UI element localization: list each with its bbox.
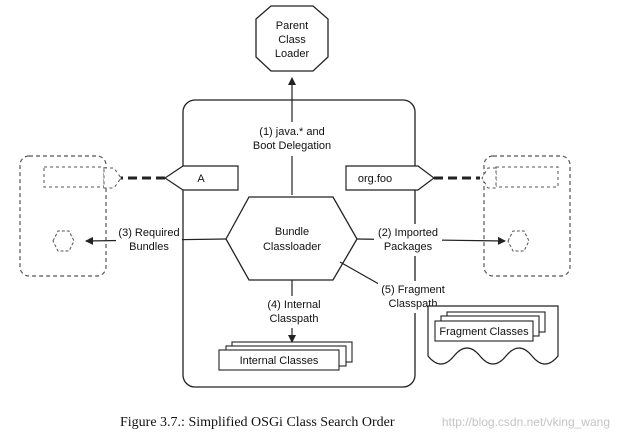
fragment-classpath-label-line1: (5) Fragment <box>381 284 445 296</box>
required-bundle <box>19 155 122 277</box>
required-bundles-label-line2: Bundles <box>129 241 169 253</box>
required-bundle-loader-icon <box>52 230 75 252</box>
internal-classes-label: Internal Classes <box>240 355 319 367</box>
fragment-bundle: Fragment Classes <box>427 305 559 365</box>
watermark: http://blog.csdn.net/vking_wang <box>442 415 610 429</box>
parent-class-loader: Parent Class Loader <box>255 5 329 72</box>
figure-caption: Figure 3.7.: Simplified OSGi Class Searc… <box>120 415 395 430</box>
imported-label-bg <box>374 224 442 256</box>
imported-packages-label-line2: Packages <box>384 241 433 253</box>
parent-class-loader-shape <box>255 5 329 72</box>
parent-loader-line2: Class <box>278 34 306 46</box>
exporting-bundle-export-tag <box>481 167 497 189</box>
bundle-classloader-line1: Bundle <box>275 226 309 238</box>
bundle-classloader-line2: Classloader <box>263 241 321 253</box>
internal-classpath-label-line2: Classpath <box>270 313 319 325</box>
bundle-classloader-shape <box>225 196 358 281</box>
required-bundles-label-line1: (3) Required <box>118 227 179 239</box>
bundle-classloader: Bundle Classloader <box>225 196 358 281</box>
internal-stack-sheet-1 <box>218 349 340 371</box>
boot-label-bg <box>246 122 338 156</box>
export-tag-right-label: org.foo <box>358 173 392 185</box>
boot-delegation-label-line2: Boot Delegation <box>253 140 331 152</box>
required-bundle-export-tag <box>103 167 122 189</box>
internal-classes-stack: Internal Classes <box>218 341 353 371</box>
exporting-bundle-loader-icon <box>507 230 530 252</box>
parent-loader-line3: Loader <box>275 48 310 60</box>
export-tag-right-shape <box>345 165 435 191</box>
boot-delegation-label-line1: (1) java.* and <box>259 126 324 138</box>
exporting-bundle-export-slot <box>495 166 559 188</box>
export-tag-left-shape <box>163 165 239 191</box>
exporting-bundle <box>481 155 571 277</box>
fragment-classpath-label-line2: Classpath <box>389 298 438 310</box>
export-tag-right: org.foo <box>345 165 435 191</box>
required-bundle-export-slot <box>43 166 105 188</box>
required-label-bg <box>116 224 182 256</box>
imported-packages-label-line1: (2) Imported <box>378 227 438 239</box>
export-tag-left-label: A <box>197 173 205 185</box>
fragment-stack-sheet-1 <box>434 320 534 342</box>
internal-classpath-label-line1: (4) Internal <box>267 299 320 311</box>
fragment-classes-label: Fragment Classes <box>439 326 529 338</box>
parent-loader-line1: Parent <box>276 20 308 32</box>
internal-label-bg <box>259 296 329 328</box>
export-tag-left: A <box>163 165 239 191</box>
